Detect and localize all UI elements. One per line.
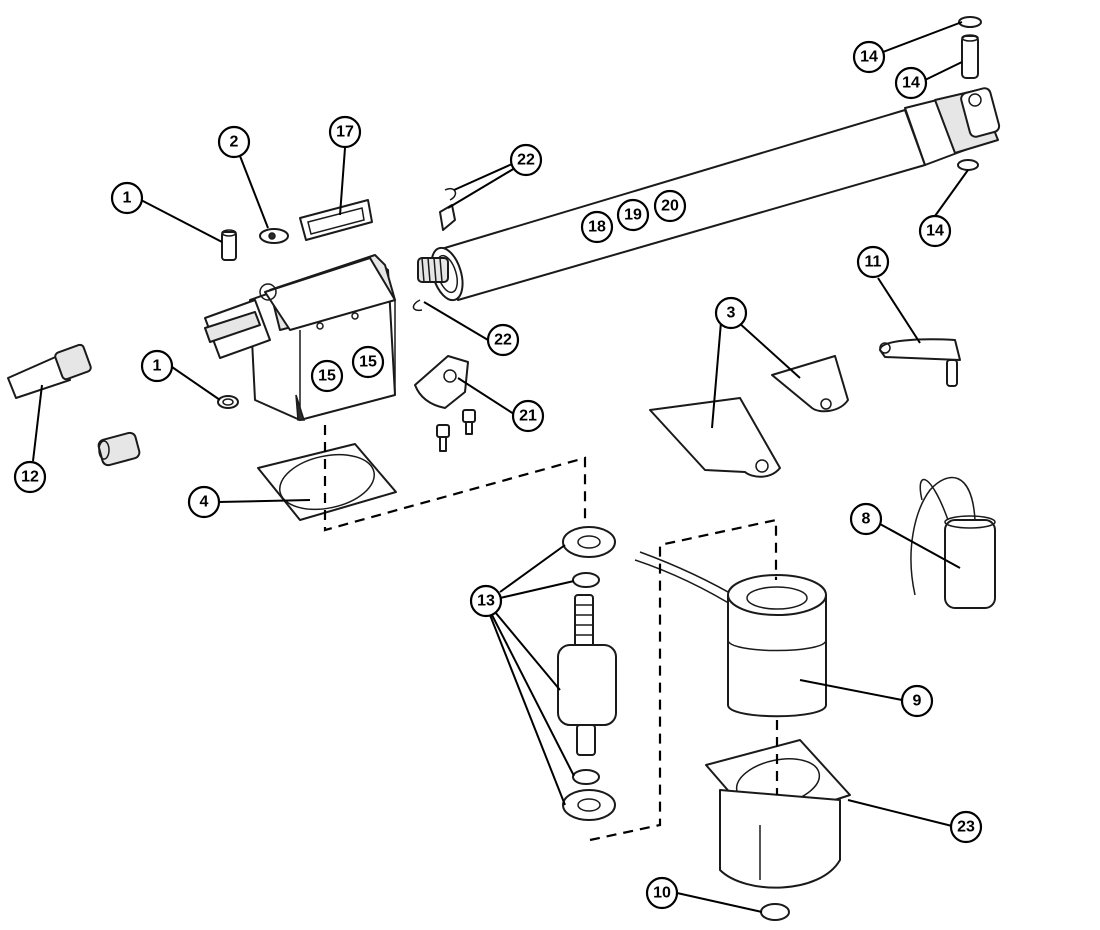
washer-part-1 bbox=[217, 395, 239, 409]
callout: 10 bbox=[645, 876, 679, 910]
callout: 17 bbox=[328, 115, 362, 149]
callout: 23 bbox=[949, 810, 983, 844]
callout: 18 bbox=[580, 210, 614, 244]
callout-label: 14 bbox=[902, 75, 920, 92]
callout: 4 bbox=[187, 485, 221, 519]
motor-housing bbox=[204, 254, 396, 421]
cable-nut bbox=[97, 431, 141, 467]
callout-label: 22 bbox=[494, 332, 512, 349]
washer-top-part-13 bbox=[572, 572, 600, 588]
callout-label: 21 bbox=[519, 408, 537, 425]
plug-part-10 bbox=[760, 903, 790, 921]
callout: 13 bbox=[469, 584, 503, 618]
callout-label: 17 bbox=[336, 124, 354, 141]
pin-part-22 bbox=[439, 188, 457, 231]
callout: 14 bbox=[918, 214, 952, 248]
callout: 1 bbox=[110, 181, 144, 215]
pin-part-14 bbox=[961, 34, 979, 79]
lock-block-part-21 bbox=[414, 355, 469, 409]
capacitor-part-8 bbox=[910, 476, 996, 609]
callout-label: 18 bbox=[588, 219, 606, 236]
callout: 3 bbox=[714, 296, 748, 330]
callout-label: 12 bbox=[21, 469, 39, 486]
callout: 14 bbox=[894, 66, 928, 100]
callout-label: 15 bbox=[318, 368, 336, 385]
callout-label: 11 bbox=[865, 254, 882, 271]
callout-label: 9 bbox=[913, 693, 922, 710]
callout-label: 19 bbox=[624, 207, 642, 224]
cable-gland-part-12 bbox=[7, 343, 92, 399]
rotor-shaft bbox=[557, 594, 617, 756]
washer-bottom-part-13 bbox=[572, 769, 600, 785]
cover-part-17 bbox=[299, 199, 373, 241]
assembly-line-housing-to-rotor bbox=[323, 425, 587, 532]
bearing-bottom-part-13 bbox=[562, 789, 616, 821]
clip-part-22 bbox=[412, 299, 423, 312]
leader-lines bbox=[32, 21, 969, 913]
callout-label: 1 bbox=[153, 358, 162, 375]
pin-part-1 bbox=[221, 229, 237, 261]
callout: 20 bbox=[653, 189, 687, 223]
callout-label: 15 bbox=[359, 354, 377, 371]
worm-screw bbox=[417, 257, 449, 283]
callout: 19 bbox=[616, 198, 650, 232]
callout: 9 bbox=[900, 684, 934, 718]
callout: 1 bbox=[140, 349, 174, 383]
handle-part-11 bbox=[879, 338, 961, 387]
callout-label: 8 bbox=[862, 511, 871, 528]
callout: 15 bbox=[310, 359, 344, 393]
gasket-part-4 bbox=[257, 443, 397, 521]
bracket-plates-part-3 bbox=[649, 355, 849, 478]
callout: 21 bbox=[511, 399, 545, 433]
callout-label: 22 bbox=[517, 152, 535, 169]
callout-label: 13 bbox=[477, 593, 495, 610]
cap-part-14-top bbox=[958, 16, 982, 28]
callout: 8 bbox=[849, 502, 883, 536]
callout-label: 10 bbox=[653, 885, 671, 902]
motor-base-part-23 bbox=[705, 739, 851, 889]
callout-label: 1 bbox=[123, 190, 132, 207]
washer-part-14 bbox=[957, 159, 979, 171]
callout: 2 bbox=[217, 125, 251, 159]
bearing-top-part-13 bbox=[562, 526, 616, 558]
callout-label: 23 bbox=[957, 819, 975, 836]
callout-label: 4 bbox=[200, 494, 209, 511]
callout-label: 14 bbox=[926, 223, 944, 240]
callout: 14 bbox=[852, 40, 886, 74]
callout-label: 3 bbox=[727, 305, 736, 322]
callout-label: 20 bbox=[661, 198, 679, 215]
tube-end-head bbox=[904, 87, 1001, 166]
actuator-tube bbox=[417, 87, 1001, 302]
screws-part-21 bbox=[436, 409, 476, 452]
callout: 15 bbox=[351, 345, 385, 379]
callout: 22 bbox=[486, 323, 520, 357]
callout-label: 14 bbox=[860, 49, 878, 66]
callout: 22 bbox=[509, 143, 543, 177]
spring-clip-part-2 bbox=[259, 228, 289, 244]
callout: 12 bbox=[13, 460, 47, 494]
callout: 11 bbox=[856, 245, 890, 279]
stator-part-9 bbox=[634, 551, 827, 718]
callout-label: 2 bbox=[230, 134, 239, 151]
